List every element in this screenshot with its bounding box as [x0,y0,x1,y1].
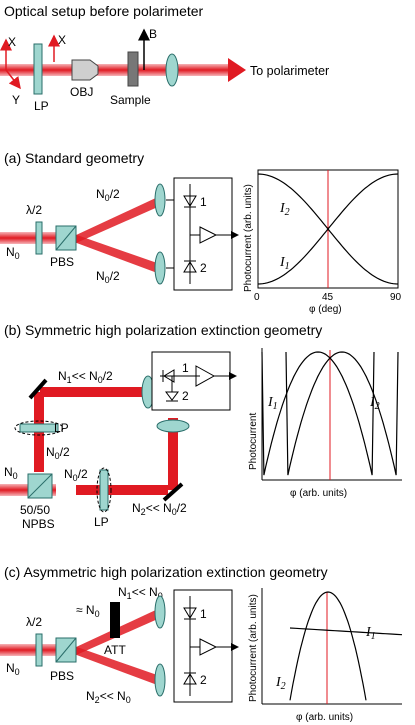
c-label-i1: I1 [365,625,376,642]
b-lp-top [14,420,64,436]
a-half-wave-plate [35,221,43,255]
c-label-i2: I2 [275,675,286,692]
c-ylabel: Photocurrent (arb. units) [248,594,259,702]
a-detector-1: 1 [200,195,207,209]
a-n-lower-label: N0/2 [96,269,120,285]
b-n0half-right-label: N0/2 [64,467,88,483]
c-lens-lower [154,663,166,697]
c-n1-label: N1<< N0 [118,585,163,601]
b-curve-i2 [285,351,399,476]
c-approx-label: ≈ N0 [76,603,100,619]
b-npbs-cube [27,473,53,499]
c-detector-box [173,589,239,703]
b-npbs-label-1: 50/50 [20,503,50,517]
axes-left-icon [0,38,21,90]
b-plot [261,348,402,481]
axis-y-left: Y [12,93,20,107]
to-polarimeter-label: To polarimeter [250,64,329,78]
c-half-wave-plate [35,633,43,667]
top-lp-plate [33,43,43,95]
b-mirror-top [28,378,48,400]
b-label-i1: I1 [267,395,278,412]
top-obj-label: OBJ [70,85,93,99]
b-n2-label: N2<< N0/2 [132,501,187,517]
b-field-label: B [149,27,157,41]
a-pbs-cube [55,225,77,251]
c-curve-i2 [289,591,367,701]
top-title: Optical setup before polarimeter [4,3,204,19]
section-b-title: (b) Symmetric high polarization extincti… [4,322,322,338]
b-npbs-label-2: NPBS [22,517,55,531]
section-a-title: (a) Standard geometry [4,150,144,166]
b-mirror-bottom [162,482,184,502]
b-detector-1: 1 [182,361,189,375]
a-n-upper-label: N0/2 [96,187,120,203]
b-n1-label: N1<< N0/2 [58,369,113,385]
top-lp-label: LP [34,99,49,113]
a-detector-2: 2 [200,261,207,275]
b-xlabel: φ (arb. units) [290,488,347,499]
a-tick-90: 90 [390,292,402,303]
c-half-wave-label: λ/2 [26,615,42,629]
b-curve-i1 [261,351,375,476]
b-detector-2: 2 [182,389,189,403]
c-detector-2: 2 [200,673,207,687]
c-beams [0,608,160,686]
sample-slab [127,51,139,87]
top-lens [165,53,179,87]
b-n0half-label: N0/2 [46,445,70,461]
top-sample-label: Sample [110,93,151,107]
a-ylabel: Photocurrent (arb. units) [243,184,254,292]
a-pbs-label: PBS [50,255,74,269]
c-curve-i1 [289,627,403,636]
a-plot [257,169,399,289]
c-pbs-cube [55,637,77,663]
c-pbs-label: PBS [50,669,74,683]
a-lens-lower [154,251,166,285]
b-n0-label: N0 [4,465,18,481]
c-att-label: ATT [104,643,126,657]
b-lp-bottom [96,467,112,513]
c-detector-1: 1 [200,607,207,621]
c-xlabel: φ (arb. units) [296,712,353,723]
c-n0-label: N0 [6,661,20,677]
b-detector-box [151,351,237,411]
objective-icon [71,59,99,81]
b-lp-bottom-label: LP [94,515,109,529]
a-half-wave-label: λ/2 [26,203,42,217]
a-tick-0: 0 [254,292,260,303]
b-lp-top-label: LP [54,421,69,435]
c-lens-upper [154,595,166,629]
b-label-i2: I2 [369,395,380,412]
b-lens-right [156,419,190,433]
a-label-i2: I2 [279,201,290,218]
axis-x-right: X [58,33,66,47]
c-attenuator [110,602,120,638]
section-c-title: (c) Asymmetric high polarization extinct… [4,564,328,580]
a-n0-label: N0 [6,245,20,261]
axis-x-left: X [8,35,16,49]
a-curve-i1 [257,173,399,285]
b-ylabel: Photocurrent [248,413,259,470]
c-n2-label: N2<< N0 [86,689,131,705]
a-label-i1: I1 [279,255,290,272]
a-lens-upper [154,183,166,217]
a-tick-45: 45 [322,292,334,303]
a-detector-box [173,177,239,291]
c-plot [261,588,403,705]
a-xlabel: φ (deg) [309,304,342,315]
